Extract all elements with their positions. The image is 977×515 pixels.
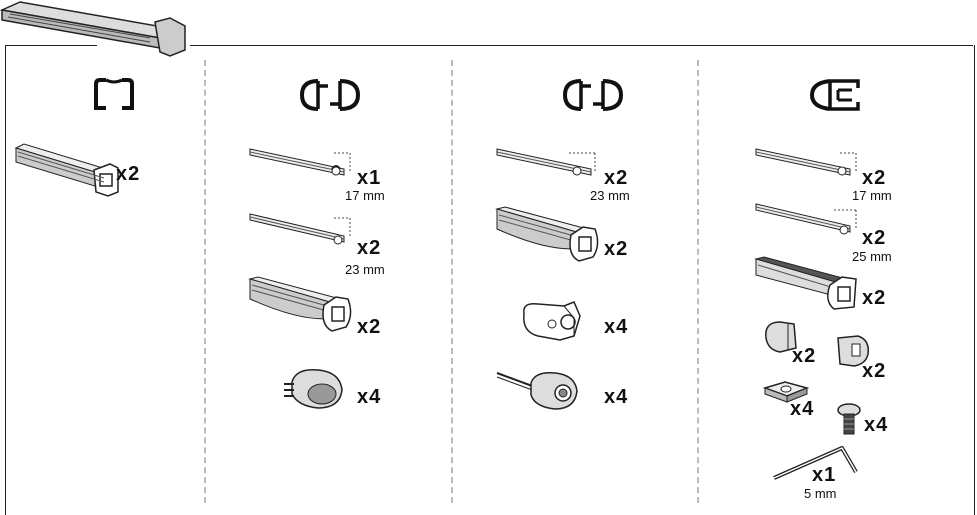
qty-label: x2	[862, 167, 887, 189]
square-profile-icon	[94, 78, 134, 110]
qty-label: x4	[790, 398, 815, 420]
qty-label: x4	[604, 386, 629, 408]
qty-label: x2	[604, 238, 629, 260]
wing-profile-icon-2	[562, 79, 624, 111]
qty-label: x4	[357, 386, 382, 408]
bracket-part	[523, 301, 581, 341]
end-cap-part	[284, 369, 343, 409]
qty-label: x2	[862, 227, 887, 249]
frame-top-left	[5, 45, 97, 46]
size-label: 25 mm	[852, 249, 892, 264]
qty-label: x1	[812, 464, 837, 486]
qty-label: x4	[604, 316, 629, 338]
qty-label: x1	[357, 167, 382, 189]
qty-label: x2	[604, 167, 629, 189]
qty-label: x4	[864, 414, 889, 436]
square-nut-part	[762, 381, 810, 403]
column-divider-2	[451, 60, 453, 503]
parts-frame	[5, 45, 975, 515]
rubber-strip-part	[249, 148, 351, 176]
size-label: 17 mm	[345, 188, 385, 203]
qty-label: x2	[792, 345, 817, 367]
qty-label: x2	[357, 237, 382, 259]
qty-label: x2	[357, 316, 382, 338]
hex-key-part	[773, 446, 858, 480]
bolt-part	[837, 403, 861, 435]
size-label: 5 mm	[804, 486, 837, 501]
wing-bar-part	[248, 276, 352, 332]
column-divider-3	[697, 60, 699, 503]
qty-label: x2	[116, 163, 141, 185]
square-bar-part	[14, 143, 119, 197]
size-label: 17 mm	[852, 188, 892, 203]
wing-profile-icon	[299, 79, 361, 111]
rubber-strip-part	[755, 148, 857, 176]
qty-label: x2	[862, 360, 887, 382]
wing-bar-part	[495, 206, 599, 262]
size-label: 23 mm	[590, 188, 630, 203]
wing-end-cap-part	[496, 371, 578, 410]
rubber-strip-part	[249, 213, 351, 245]
qty-label: x2	[862, 287, 887, 309]
end-cap-left-part	[765, 321, 797, 353]
end-cap-right-part	[837, 335, 870, 367]
frame-top-right	[190, 45, 973, 46]
size-label: 23 mm	[345, 262, 385, 277]
edge-profile-icon	[809, 79, 860, 111]
rubber-strip-part	[755, 203, 857, 235]
edge-bar-part	[754, 256, 857, 310]
rubber-strip-part	[496, 148, 596, 176]
roof-bar-illustration	[0, 1, 186, 57]
column-divider-1	[204, 60, 206, 503]
